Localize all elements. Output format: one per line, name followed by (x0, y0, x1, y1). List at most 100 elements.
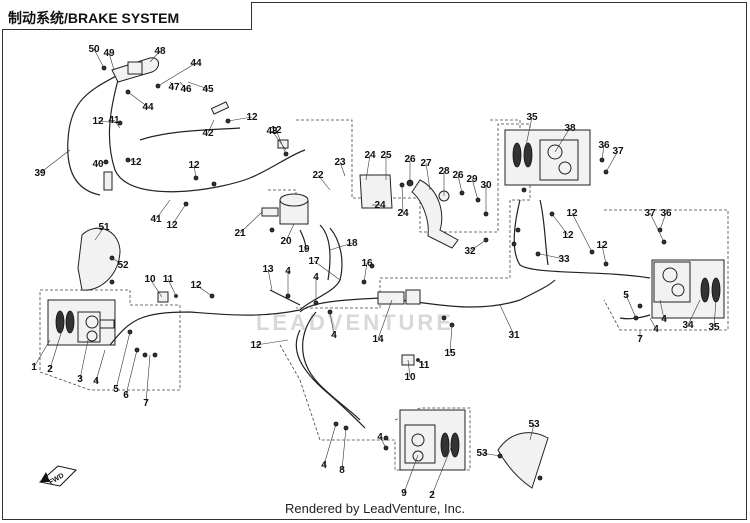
callout-leader-line (625, 294, 637, 319)
callout-leaders (33, 48, 717, 496)
part-callout-4: 4 (331, 330, 337, 341)
callout-leader-line (425, 162, 431, 191)
part-callout-4: 4 (285, 266, 291, 277)
part-callout-19: 19 (298, 244, 310, 255)
callout-leader-line (659, 299, 665, 320)
part-callout-32: 32 (464, 246, 476, 257)
master-cylinder-reservoir (261, 193, 309, 225)
part-callout-33: 33 (558, 254, 570, 265)
callout-leader-line (157, 62, 197, 87)
part-callout-3: 3 (77, 374, 83, 385)
callout-leader-line (659, 212, 667, 231)
callout-leader-line (171, 203, 187, 226)
diagram-title: 制动系统/BRAKE SYSTEM (8, 10, 180, 26)
brake-pedal-assembly (359, 174, 489, 249)
part-callout-12: 12 (130, 157, 142, 168)
callout-leader-line (687, 299, 701, 326)
callout-leader-line (125, 349, 138, 396)
callout-leader-line (329, 242, 353, 251)
callout-leader-line (111, 257, 124, 266)
part-callout-12: 12 (246, 112, 258, 123)
callout-leader-line (551, 213, 569, 236)
part-callout-53: 53 (476, 448, 488, 459)
callout-leader-line (401, 184, 404, 214)
part-callout-11: 11 (419, 360, 430, 371)
callout-leader-line (539, 253, 565, 260)
callout-leader-line (145, 354, 151, 404)
part-callout-28: 28 (438, 166, 450, 177)
part-callout-27: 27 (420, 158, 432, 169)
part-callout-24: 24 (397, 208, 409, 219)
callout-leader-line (149, 50, 161, 63)
part-callout-4: 4 (377, 432, 383, 443)
part-callout-21: 21 (234, 228, 246, 239)
callout-leader-line (329, 311, 335, 336)
callout-leader-line (303, 248, 307, 251)
part-callout-12: 12 (562, 230, 574, 241)
callout-leader-line (255, 339, 289, 346)
part-callout-4: 4 (313, 272, 319, 283)
callout-leader-line (179, 81, 187, 90)
callout-leader-line (403, 454, 419, 494)
callout-leader-line (33, 339, 51, 368)
callout-leader-line (108, 52, 115, 71)
part-callout-42: 42 (202, 128, 214, 139)
front-caliper-assembly (399, 409, 466, 471)
part-callout-9: 9 (401, 488, 407, 499)
part-callout-41: 41 (108, 115, 120, 126)
part-callout-36: 36 (660, 208, 672, 219)
part-callout-10: 10 (144, 274, 156, 285)
part-callout-7: 7 (143, 398, 149, 409)
callout-leader-line (649, 317, 657, 330)
fwd-arrow: FWD (38, 465, 77, 487)
part-callout-46: 46 (180, 84, 192, 95)
callout-leader-line (379, 436, 387, 449)
part-callout-24: 24 (364, 150, 376, 161)
callout-leader-line (275, 129, 287, 155)
callout-leader-line (554, 127, 571, 153)
callout-leader-line (417, 359, 425, 366)
callout-leader-line (499, 304, 515, 336)
part-callout-4: 4 (321, 460, 327, 471)
callout-leader-line (207, 119, 215, 134)
callout-leader-line (481, 452, 501, 457)
part-callout-4: 4 (93, 376, 99, 387)
watermark-text: LEADVENTURE (256, 310, 454, 335)
part-callout-5: 5 (113, 384, 119, 395)
callout-leader-line (605, 150, 619, 173)
callout-leader-line (127, 159, 137, 163)
callout-leader-line (271, 130, 287, 151)
part-callout-2: 2 (47, 364, 53, 375)
part-callout-37: 37 (644, 208, 656, 219)
callout-leader-line (363, 262, 368, 283)
callout-leader-line (149, 278, 163, 298)
callout-leader-line (155, 199, 171, 220)
part-callout-41: 41 (150, 214, 162, 225)
part-callout-4: 4 (661, 314, 667, 325)
callout-leader-line (529, 423, 535, 441)
callout-leader-line (167, 278, 177, 297)
part-callout-47: 47 (168, 82, 180, 93)
part-callout-8: 8 (339, 465, 345, 476)
callout-leader-line (115, 331, 131, 390)
part-callout-2: 2 (429, 490, 435, 501)
part-callout-51: 51 (98, 222, 110, 233)
part-callout-12: 12 (250, 340, 262, 351)
part-callout-6: 6 (123, 390, 129, 401)
part-callout-12: 12 (188, 160, 200, 171)
callout-leader-line (187, 81, 209, 90)
part-callout-24: 24 (374, 200, 386, 211)
right-rear-caliper-assembly (504, 129, 609, 186)
part-callout-40: 40 (92, 159, 104, 170)
part-callout-26: 26 (452, 170, 464, 181)
callout-leader-line (79, 339, 89, 380)
part-callout-34: 34 (682, 320, 694, 331)
callout-leader-line (49, 329, 63, 370)
part-callout-10: 10 (404, 372, 416, 383)
part-callout-5: 5 (623, 290, 629, 301)
part-callout-15: 15 (444, 348, 456, 359)
callout-leader-line (471, 178, 479, 201)
part-callout-4: 4 (653, 324, 659, 335)
